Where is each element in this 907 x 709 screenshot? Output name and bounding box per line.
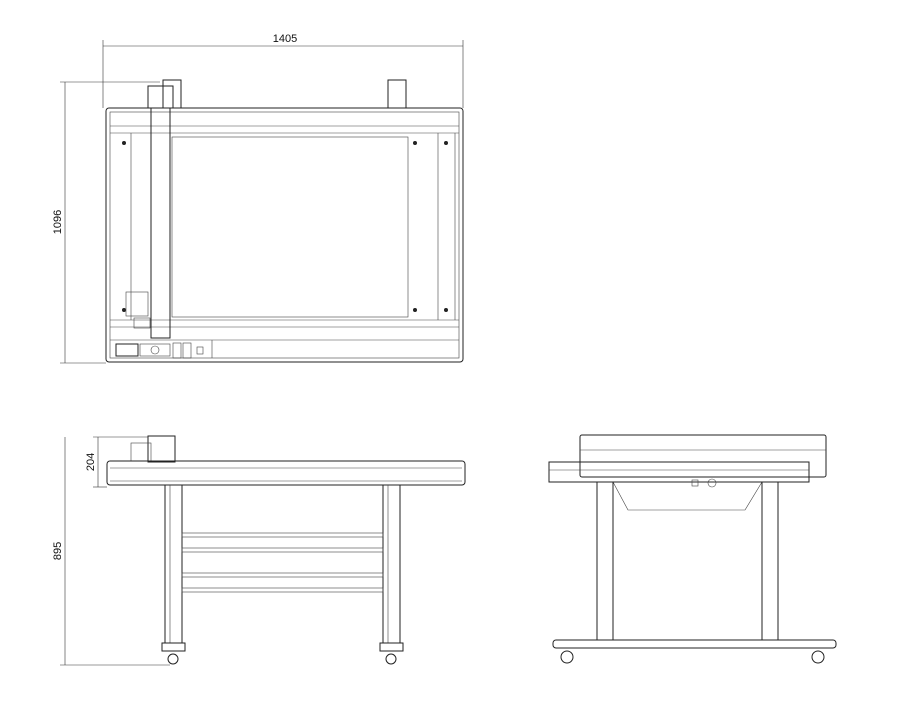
gantry-body <box>579 434 827 478</box>
table-outline <box>105 107 464 363</box>
control-panel-display <box>115 343 139 357</box>
front-view: 204 895 <box>52 435 466 666</box>
top-view: 1405 1096 <box>52 33 464 364</box>
head-carriage <box>147 85 174 109</box>
left-leg <box>164 484 183 644</box>
cutting-area <box>171 136 409 318</box>
leg <box>596 481 614 641</box>
caster <box>167 653 179 665</box>
right-post <box>387 79 407 109</box>
gantry-arm <box>150 107 171 339</box>
caster <box>811 650 825 664</box>
table-side <box>548 461 810 483</box>
height-dimension-label: 895 <box>52 542 64 560</box>
caster <box>560 650 574 664</box>
caster <box>385 653 397 665</box>
table-top <box>106 460 466 486</box>
width-dimension-label: 1405 <box>273 33 297 45</box>
control-panel-buttons <box>139 343 171 357</box>
depth-dimension-label: 1096 <box>52 210 64 234</box>
head-height-label: 204 <box>85 453 97 471</box>
left-post <box>162 79 182 109</box>
leg <box>761 481 779 641</box>
right-leg <box>382 484 401 644</box>
side-view <box>548 434 837 664</box>
head-carriage <box>147 435 176 463</box>
base <box>552 639 837 649</box>
